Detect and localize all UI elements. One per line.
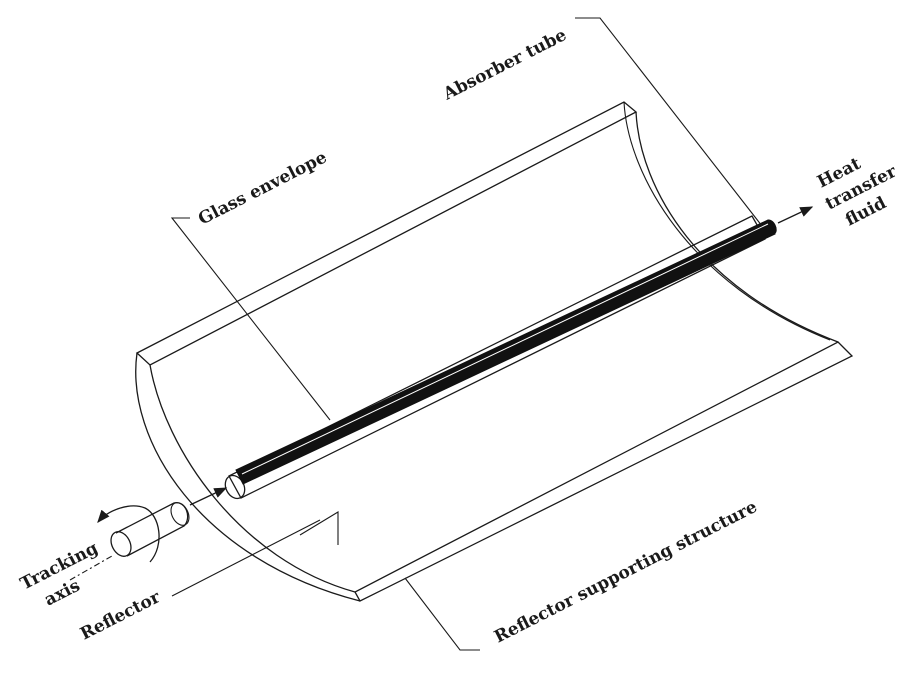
tracking-shaft-far-end [170, 502, 190, 526]
absorber-tube-body [235, 219, 776, 485]
absorber-tube-far-end [765, 219, 777, 235]
reflector-far-end-curve [635, 111, 839, 343]
label-reflector-supporting-structure: Reflector supporting structure [491, 497, 760, 648]
label-glass-envelope: Glass envelope [195, 147, 330, 229]
tracking-axis-assembly [69, 502, 190, 581]
reflector-far-end-inner-curve [623, 101, 831, 341]
receiver-assembly [224, 215, 777, 500]
reflector-bracket [299, 511, 339, 545]
reflector-trough [135, 101, 854, 602]
reflector-leader [171, 519, 321, 597]
reflector-supporting-structure-leader [404, 577, 480, 651]
rotation-arrow-icon [97, 505, 160, 563]
absorber-tube-leader [575, 17, 763, 227]
fluid-outlet-arrow [777, 206, 814, 224]
tracking-shaft [115, 502, 189, 557]
tracking-axis-centerline [69, 555, 113, 581]
reflector-near-end-outer-curve [135, 352, 361, 602]
label-reflector: Reflector [77, 587, 164, 645]
label-absorber-tube: Absorber tube [439, 25, 570, 105]
absorber-tube-highlight [241, 223, 769, 475]
tracking-shaft-end [110, 531, 132, 557]
fluid-inlet-arrow [189, 487, 228, 506]
flow-arrows [189, 206, 814, 506]
labels: Absorber tube Glass envelope Heat transf… [17, 25, 900, 647]
reflector-near-end-inner-curve [149, 364, 356, 593]
leader-lines [170, 17, 763, 651]
glass-envelope-leader [170, 217, 331, 421]
